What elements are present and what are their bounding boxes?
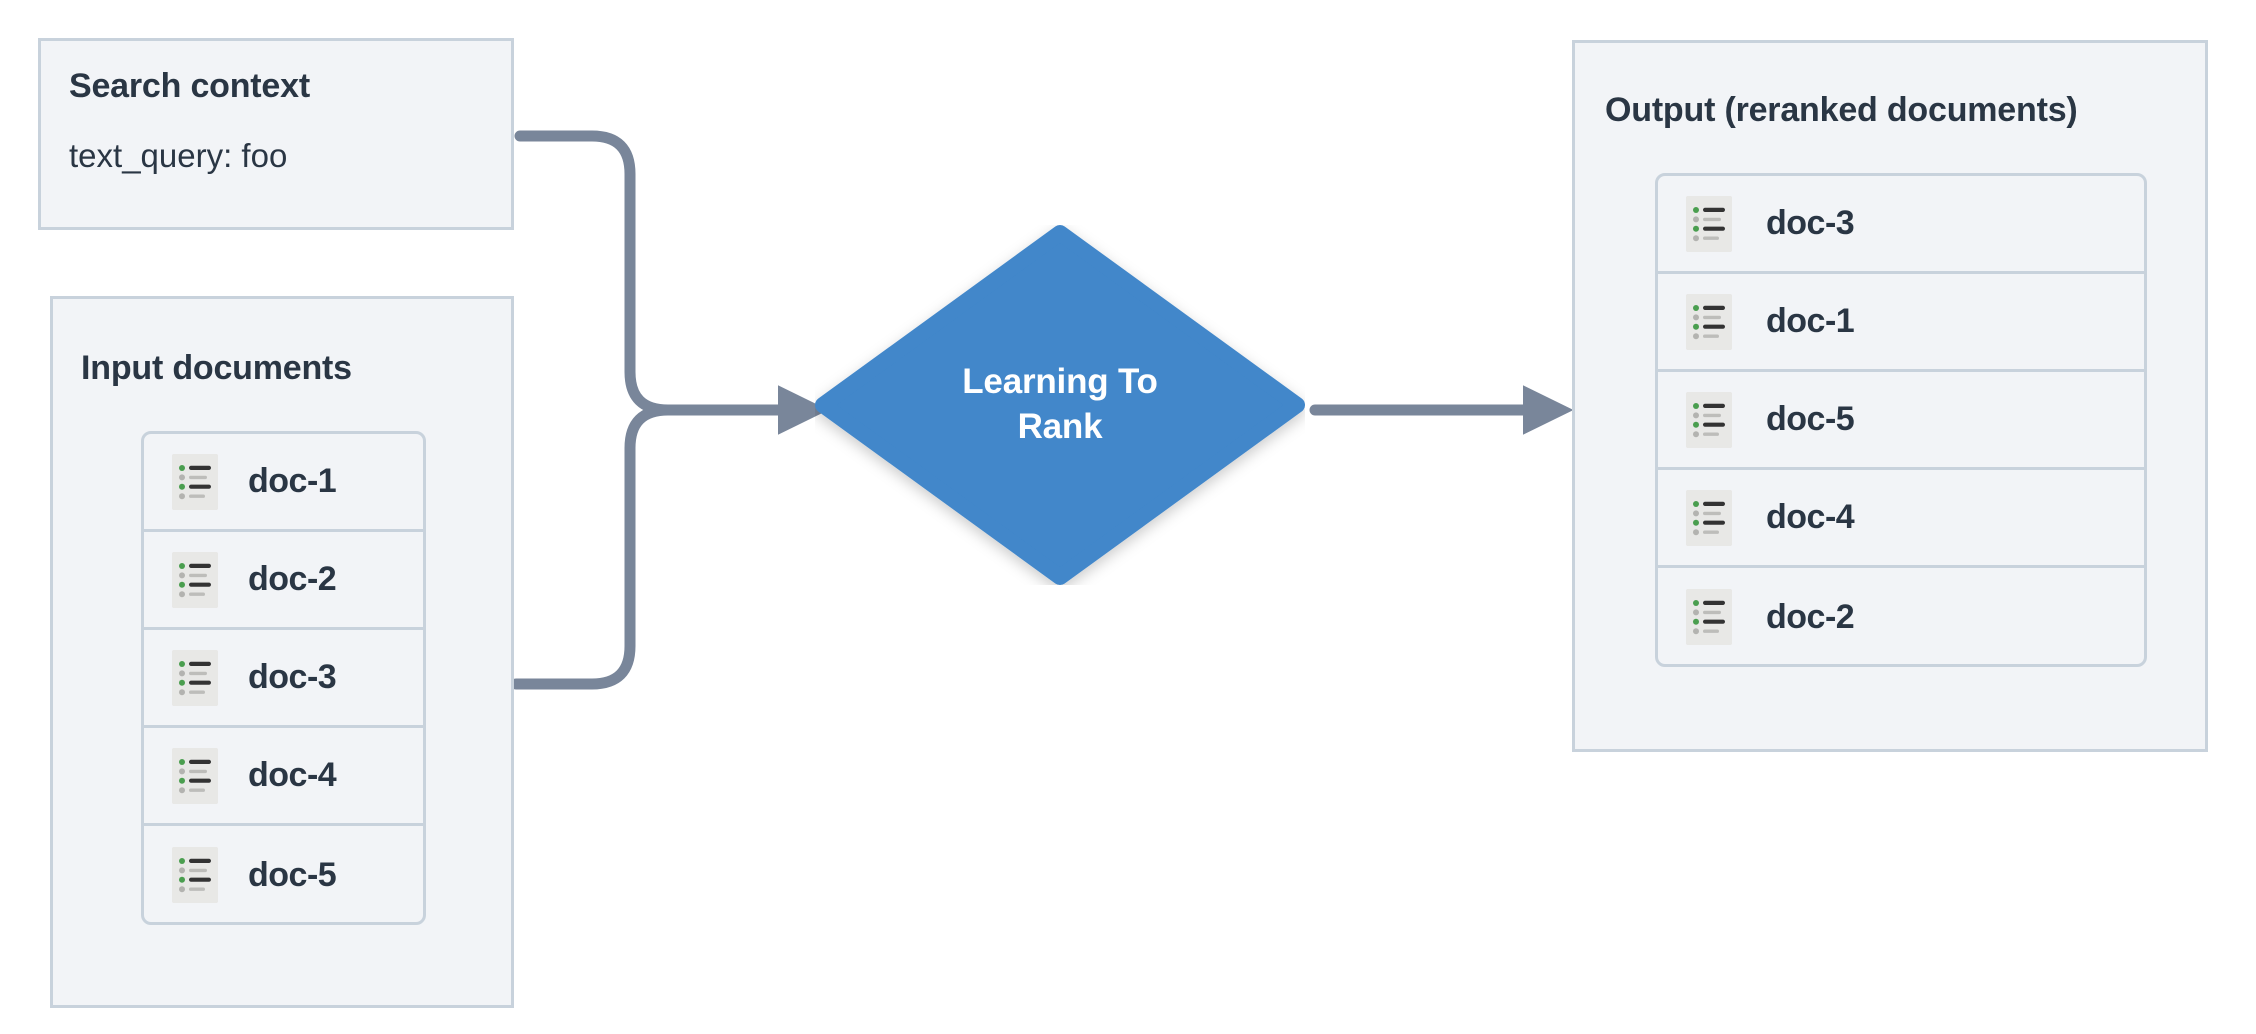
- output-document-row[interactable]: doc-2: [1658, 568, 2144, 664]
- list-document-icon: [1686, 195, 1732, 252]
- list-document-icon: [172, 747, 218, 804]
- input-document-row[interactable]: doc-2: [144, 532, 423, 630]
- list-document-icon: [172, 551, 218, 608]
- search-context-panel: Search context text_query: foo: [38, 38, 514, 230]
- connector-search-context-to-ltr: [514, 130, 706, 416]
- list-document-icon: [1686, 293, 1732, 350]
- input-document-row[interactable]: doc-1: [144, 434, 423, 532]
- input-document-label: doc-5: [248, 855, 337, 894]
- input-document-label: doc-1: [248, 462, 337, 500]
- input-document-row[interactable]: doc-5: [144, 826, 423, 922]
- output-document-row[interactable]: doc-1: [1658, 274, 2144, 372]
- input-document-list: doc-1 doc-2: [141, 431, 426, 925]
- output-document-row[interactable]: doc-5: [1658, 372, 2144, 470]
- output-document-list: doc-3 doc-1: [1655, 173, 2147, 667]
- output-document-row[interactable]: doc-3: [1658, 176, 2144, 274]
- list-document-icon: [1686, 589, 1732, 645]
- input-documents-title: Input documents: [81, 349, 352, 387]
- search-context-query-text: text_query: foo: [69, 137, 288, 174]
- search-context-title: Search context: [69, 67, 310, 105]
- list-document-icon: [172, 649, 218, 706]
- output-document-row[interactable]: doc-4: [1658, 470, 2144, 568]
- list-document-icon: [1686, 489, 1732, 546]
- list-document-icon: [172, 453, 218, 510]
- output-document-label: doc-1: [1766, 302, 1855, 340]
- input-document-label: doc-4: [248, 756, 337, 794]
- input-document-row[interactable]: doc-3: [144, 630, 423, 728]
- input-documents-panel: Input documents doc-1: [50, 296, 514, 1008]
- list-document-icon: [1686, 391, 1732, 448]
- input-document-row[interactable]: doc-4: [144, 728, 423, 826]
- learning-to-rank-node[interactable]: Learning To Rank: [815, 225, 1305, 585]
- output-document-label: doc-5: [1766, 400, 1855, 438]
- output-document-label: doc-2: [1766, 597, 1855, 636]
- output-document-label: doc-3: [1766, 204, 1855, 242]
- input-document-label: doc-2: [248, 560, 337, 598]
- output-document-label: doc-4: [1766, 498, 1855, 536]
- list-document-icon: [172, 847, 218, 903]
- connector-input-documents-to-ltr: [510, 404, 706, 690]
- output-panel: Output (reranked documents): [1572, 40, 2208, 752]
- output-title: Output (reranked documents): [1605, 91, 2078, 129]
- input-document-label: doc-3: [248, 658, 337, 696]
